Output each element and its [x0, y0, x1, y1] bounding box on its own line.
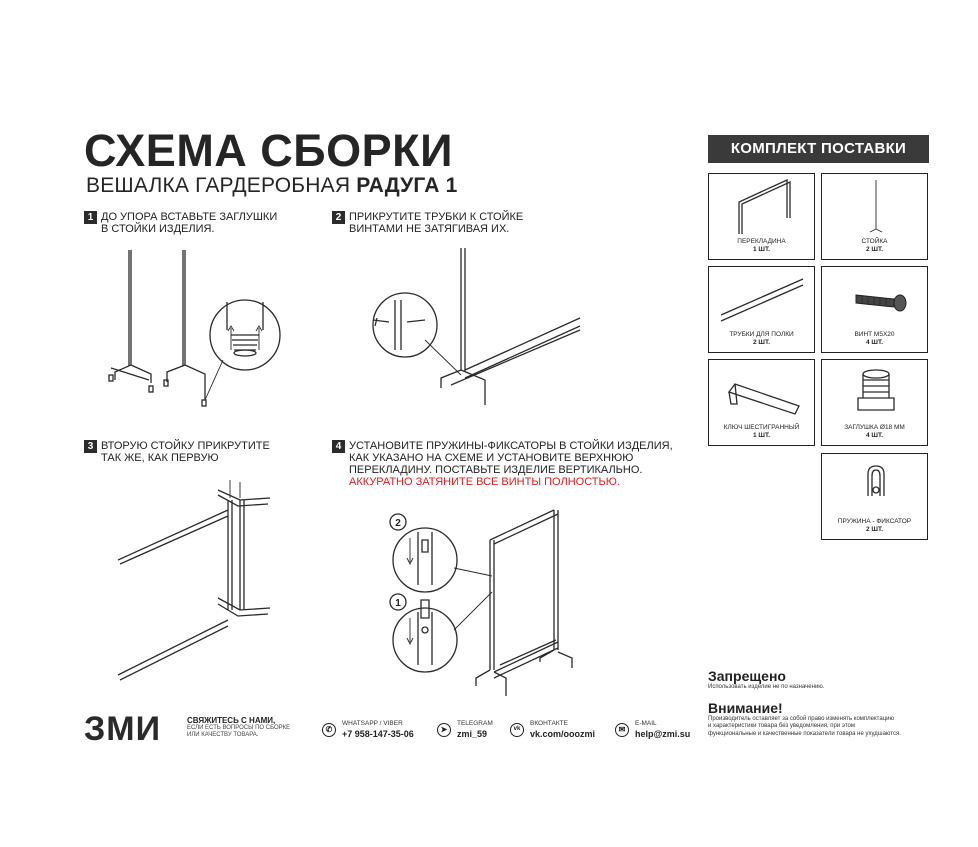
kit-item-crossbar-name: ПЕРЕКЛАДИНА — [737, 238, 786, 245]
crossbar-icon — [738, 178, 791, 234]
contact-whatsapp-value[interactable]: +7 958-147-35-06 — [342, 729, 414, 739]
email-icon: ✉ — [615, 723, 629, 737]
attention-title: Внимание! — [708, 699, 783, 716]
step-2-instruction: 2 ПРИКРУТИТЕ ТРУБКИ К СТОЙКЕ ВИНТАМИ НЕ … — [332, 211, 523, 235]
contact-sub-1: ЕСЛИ ЕСТЬ ВОПРОСЫ ПО СБОРКЕ — [187, 725, 291, 731]
product-model: РАДУГА 1 — [356, 174, 458, 197]
step-4-instruction: 4 УСТАНОВИТЕ ПРУЖИНЫ-ФИКСАТОРЫ В СТОЙКИ … — [332, 440, 673, 488]
callout-1-number: 1 — [395, 598, 401, 609]
contact-whatsapp-label: WHATSAPP / VIBER — [342, 720, 403, 727]
step-2-line-2: ВИНТАМИ НЕ ЗАТЯГИВАЯ ИХ. — [349, 223, 510, 235]
kit-item-spring-clip-qty: 2 шт. — [866, 525, 883, 533]
kit-item-shelf-tubes-name: ТРУБКИ ДЛЯ ПОЛКИ — [729, 331, 794, 338]
step-2-illustration — [372, 248, 581, 405]
contact-sub-2: ИЛИ КАЧЕСТВУ ТОВАРА. — [187, 732, 259, 738]
step-3-instruction: 3 ВТОРУЮ СТОЙКУ ПРИКРУТИТЕ ТАК ЖЕ, КАК П… — [84, 440, 270, 464]
product-type: ВЕШАЛКА ГАРДЕРОБНАЯ — [86, 174, 351, 197]
step-4-illustration: 2 1 — [389, 509, 573, 696]
step-2-number: 2 — [332, 211, 345, 224]
kit-item-hex-key-name: КЛЮЧ ШЕСТИГРАННЫЙ — [723, 424, 800, 431]
contact-email-label: E-MAIL — [635, 720, 657, 727]
kit-header: КОМПЛЕКТ ПОСТАВКИ — [708, 135, 929, 163]
step-1-number: 1 — [84, 211, 97, 224]
contact-vk-label: ВКОНТАКТЕ — [530, 720, 568, 727]
step-1-instruction: 1 ДО УПОРА ВСТАВЬТЕ ЗАГЛУШКИ В СТОЙКИ ИЗ… — [84, 211, 277, 235]
step-3-line-2: ТАК ЖЕ, КАК ПЕРВУЮ — [101, 452, 219, 464]
whatsapp-icon: ✆ — [322, 723, 336, 737]
step-1-line-1: ДО УПОРА ВСТАВЬТЕ ЗАГЛУШКИ — [101, 211, 278, 223]
kit-item-plug-qty: 4 шт. — [866, 431, 883, 439]
attention-line-1: Производитель оставляет за собой право и… — [708, 715, 894, 722]
telegram-icon: ➤ — [437, 723, 451, 737]
spring-clip-icon — [867, 465, 885, 496]
hex-key-icon — [727, 383, 800, 415]
step-4-line-2: КАК УКАЗАНО НА СХЕМЕ И УСТАНОВИТЕ ВЕРХНЮ… — [349, 452, 634, 464]
contact-vk-value[interactable]: vk.com/ooozmi — [530, 729, 596, 739]
step-1-illustration — [108, 250, 281, 407]
contact-intro: СВЯЖИТЕСЬ С НАМИ, ЕСЛИ ЕСТЬ ВОПРОСЫ ПО С… — [187, 716, 317, 739]
kit-item-stand-name: СТОЙКА — [861, 238, 888, 245]
vk-icon: vk — [510, 723, 524, 737]
callout-2-number: 2 — [395, 518, 401, 529]
contact-telegram-label: TELEGRAM — [457, 720, 493, 727]
kit-item-hex-key-qty: 1 шт. — [753, 431, 770, 439]
kit-item-screw-qty: 4 шт. — [866, 338, 883, 346]
kit-item-crossbar-qty: 1 шт. — [753, 245, 770, 253]
kit-item-stand-qty: 2 шт. — [866, 245, 883, 253]
attention-line-2: и характеристики товара без уведомления,… — [708, 723, 855, 729]
contact-email-value[interactable]: help@zmi.su — [635, 729, 691, 739]
company-logo: ЗМИ — [84, 710, 162, 748]
warnings-block: Запрещено Использовать изделие не по наз… — [708, 668, 938, 738]
product-subtitle: ВЕШАЛКА ГАРДЕРОБНАЯ РАДУГА 1 — [86, 174, 458, 198]
kit-item-plug: ЗАГЛУШКА Ø18 мм4 шт. — [821, 359, 928, 446]
kit-item-screw: ВИНТ М5х204 шт. — [821, 266, 928, 353]
step-3-number: 3 — [84, 440, 97, 453]
kit-item-shelf-tubes-qty: 2 шт. — [753, 338, 770, 346]
step-4-line-3: ПЕРЕКЛАДИНУ. ПОСТАВЬТЕ ИЗДЕЛИЕ ВЕРТИКАЛЬ… — [349, 464, 643, 476]
attention-line-3: функциональные и качественные показатели… — [708, 730, 901, 737]
plug-icon — [857, 369, 895, 411]
step-3-illustration — [117, 480, 271, 681]
step-4-number: 4 — [332, 440, 345, 453]
forbidden-text: Использовать изделие не по назначению. — [708, 684, 825, 690]
contact-heading: СВЯЖИТЕСЬ С НАМИ, — [187, 716, 276, 725]
step-2-line-1: ПРИКРУТИТЕ ТРУБКИ К СТОЙКЕ — [349, 211, 524, 223]
kit-item-plug-name: ЗАГЛУШКА Ø18 мм — [844, 424, 905, 431]
step-1-line-2: В СТОЙКИ ИЗДЕЛИЯ. — [101, 223, 215, 235]
contact-telegram-value[interactable]: zmi_59 — [457, 729, 488, 739]
kit-item-screw-name: ВИНТ М5х20 — [854, 331, 895, 338]
step-4-warning: АККУРАТНО ЗАТЯНИТЕ ВСЕ ВИНТЫ ПОЛНОСТЬЮ. — [349, 476, 620, 488]
screw-icon — [855, 294, 907, 312]
kit-item-spring-clip-name: ПРУЖИНА - ФИКСАТОР — [837, 518, 912, 525]
page-title: СХЕМА СБОРКИ — [84, 125, 453, 176]
step-4-line-1: УСТАНОВИТЕ ПРУЖИНЫ-ФИКСАТОРЫ В СТОЙКИ ИЗ… — [349, 440, 673, 452]
shelf-tubes-icon — [720, 278, 804, 322]
stand-icon — [869, 180, 883, 233]
forbidden-title: Запрещено — [708, 668, 786, 684]
step-3-line-1: ВТОРУЮ СТОЙКУ ПРИКРУТИТЕ — [101, 440, 270, 452]
